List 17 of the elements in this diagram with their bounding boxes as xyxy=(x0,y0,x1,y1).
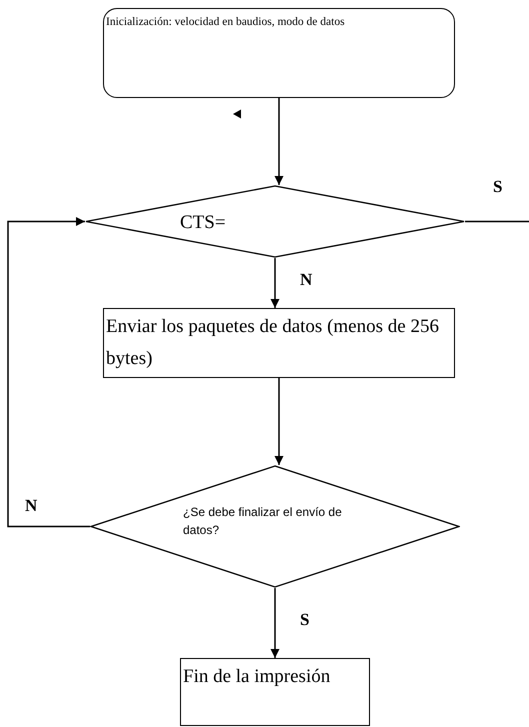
decision-diamond xyxy=(85,185,465,258)
edge-label: S xyxy=(492,178,504,196)
node-text: CTS= xyxy=(180,211,227,235)
end-box xyxy=(180,658,370,726)
process-box xyxy=(103,308,455,378)
node-text: Inicialización: velocidad en baudios, modo de datos xyxy=(106,15,346,30)
arrow xyxy=(7,217,90,528)
decision-diamond xyxy=(90,465,460,588)
arrow xyxy=(270,258,280,308)
node-text: Fin de la impresión xyxy=(183,665,332,689)
node-text: ¿Se debe finalizar el envío de datos? xyxy=(183,504,343,539)
node-text: Enviar los paquetes de datos (menos de 256 bytes) xyxy=(106,315,440,371)
start-box xyxy=(103,8,455,98)
arrow xyxy=(270,588,280,658)
connector-line xyxy=(465,220,529,222)
arrow xyxy=(274,98,284,185)
arrow xyxy=(274,378,284,465)
